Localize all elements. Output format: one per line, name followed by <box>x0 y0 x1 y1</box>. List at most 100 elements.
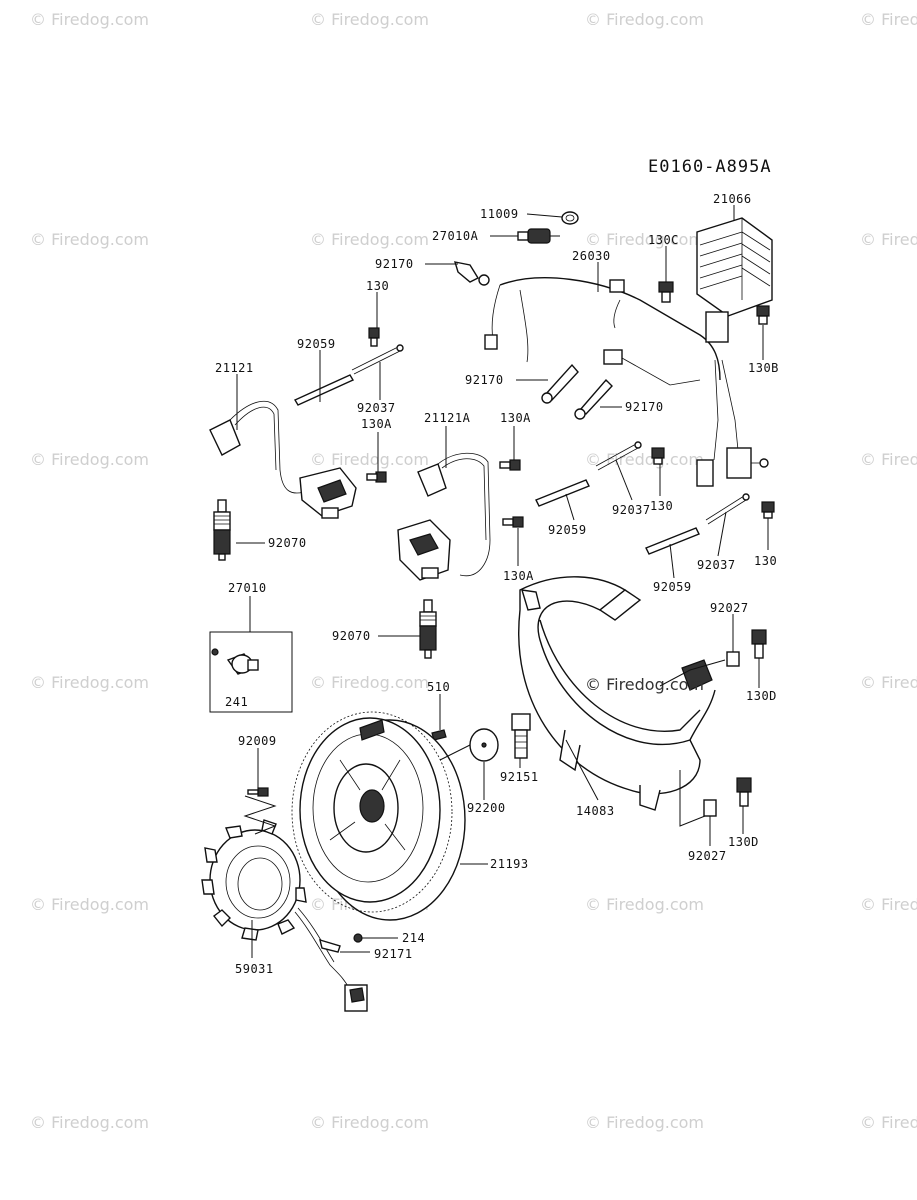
watermark: © Firedog.com <box>310 10 429 29</box>
label-92170: 92170 <box>465 373 504 387</box>
part-27010-kit-box <box>209 631 293 713</box>
watermark: © Firedog.com <box>585 10 704 29</box>
part-27010A-switch <box>517 228 560 244</box>
label-92151: 92151 <box>500 770 539 784</box>
part-59031-stator <box>201 819 368 1012</box>
watermark: © Firedog.com <box>860 230 917 249</box>
part-21121-coil <box>209 401 357 519</box>
part-92037-rod-2 <box>595 441 642 471</box>
label-21193: 21193 <box>490 857 529 871</box>
watermark: © Firedog.com <box>310 1113 429 1132</box>
label-14083: 14083 <box>576 804 615 818</box>
watermark: © Firedog.com <box>30 1113 149 1132</box>
watermark: © Firedog.com <box>585 895 704 914</box>
label-92037: 92037 <box>697 558 736 572</box>
label-92059: 92059 <box>548 523 587 537</box>
part-21193-flywheel <box>291 711 466 921</box>
part-130D-bolt <box>751 629 767 659</box>
label-92170: 92170 <box>375 257 414 271</box>
label-130A: 130A <box>500 411 531 425</box>
part-92170-clamp-2 <box>541 363 579 404</box>
leader-lines <box>236 205 769 958</box>
part-14083-fan-housing: © Firedog.com <box>518 576 716 811</box>
label-130: 130 <box>754 554 777 568</box>
part-130-bolt-3 <box>761 501 775 519</box>
part-214-screw <box>353 933 363 943</box>
label-92070: 92070 <box>332 629 371 643</box>
label-27010: 27010 <box>228 581 267 595</box>
part-92151-bolt <box>511 713 531 759</box>
label-92070: 92070 <box>268 536 307 550</box>
watermark: © Firedog.com <box>310 450 429 469</box>
watermark: © Firedog.com <box>585 230 704 249</box>
label-21121: 21121 <box>215 361 254 375</box>
label-21066: 21066 <box>713 192 752 206</box>
label-130A: 130A <box>503 569 534 583</box>
part-130A-bolt-2 <box>499 459 521 471</box>
label-92037: 92037 <box>357 401 396 415</box>
label-130D: 130D <box>728 835 759 849</box>
part-92037-rod <box>351 344 404 375</box>
label-241: 241 <box>225 695 248 709</box>
watermark: © Firedog.com <box>30 10 149 29</box>
part-92070-spark-plug <box>213 499 231 561</box>
label-130B: 130B <box>748 361 779 375</box>
part-92170-clamp <box>453 261 490 286</box>
label-92170: 92170 <box>625 400 664 414</box>
label-130: 130 <box>366 279 389 293</box>
label-92037: 92037 <box>612 503 651 517</box>
part-21066-regulator <box>696 217 773 317</box>
part-130C-bolt <box>658 281 674 303</box>
watermark: © Firedog.com <box>585 1113 704 1132</box>
watermark: © Firedog.com <box>585 450 704 469</box>
watermarks: © Firedog.com © Firedog.com © Firedog.co… <box>30 10 917 1132</box>
watermark: © Firedog.com <box>30 673 149 692</box>
label-92059: 92059 <box>297 337 336 351</box>
label-130A: 130A <box>361 417 392 431</box>
label-27010A: 27010A <box>432 229 479 243</box>
center-watermark: © Firedog.com <box>585 675 704 694</box>
label-510: 510 <box>427 680 450 694</box>
label-130C: 130C <box>648 233 679 247</box>
label-92027: 92027 <box>710 601 749 615</box>
part-130-bolt-2 <box>651 447 665 465</box>
part-92027-collar-2 <box>703 799 717 817</box>
part-92170-clamp-3 <box>574 378 613 420</box>
part-labels: 11009 27010A 21066 130C 26030 92170 130 … <box>215 192 779 976</box>
label-92171: 92171 <box>374 947 413 961</box>
label-26030: 26030 <box>572 249 611 263</box>
part-92009-screw <box>247 787 269 797</box>
label-214: 214 <box>402 931 425 945</box>
label-21121A: 21121A <box>424 411 471 425</box>
part-130-bolt <box>368 327 380 347</box>
diagram-code: E0160-A895A <box>648 157 772 177</box>
watermark: © Firedog.com <box>860 895 917 914</box>
part-130B-bolt <box>756 305 770 325</box>
watermark: © Firedog.com <box>30 450 149 469</box>
part-130A-bolt-3 <box>502 516 524 528</box>
part-92059-rod <box>293 374 355 406</box>
part-92200-washer <box>469 728 499 762</box>
part-130D-bolt-2 <box>736 777 752 807</box>
part-92037-rod-3 <box>705 493 750 525</box>
part-92171-clamp <box>319 938 341 953</box>
label-130: 130 <box>650 499 673 513</box>
watermark: © Firedog.com <box>860 1113 917 1132</box>
part-92027-collar <box>726 651 740 667</box>
watermark: © Firedog.com <box>860 10 917 29</box>
watermark: © Firedog.com <box>30 230 149 249</box>
watermark: © Firedog.com <box>860 673 917 692</box>
part-130A-bolt <box>366 471 387 483</box>
part-26030-harness <box>484 277 769 487</box>
part-21121A-coil <box>397 452 491 581</box>
watermark: © Firedog.com <box>310 230 429 249</box>
part-92059-rod-3 <box>645 527 700 555</box>
label-92009: 92009 <box>238 734 277 748</box>
label-92200: 92200 <box>467 801 506 815</box>
watermark: © Firedog.com <box>30 895 149 914</box>
watermark: © Firedog.com <box>310 673 429 692</box>
label-130D: 130D <box>746 689 777 703</box>
label-92027: 92027 <box>688 849 727 863</box>
part-92059-rod-2 <box>535 479 590 507</box>
